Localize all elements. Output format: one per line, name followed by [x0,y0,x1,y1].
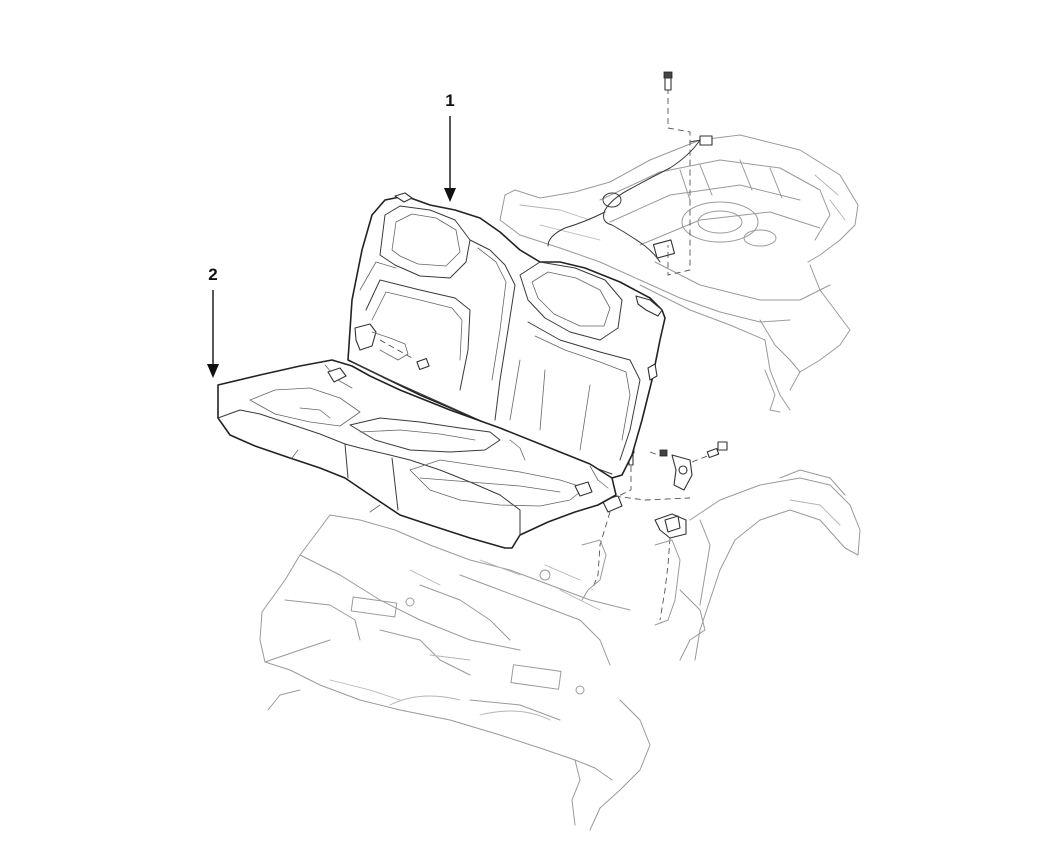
wiring-harness [547,135,713,263]
callout-label-1: 1 [445,91,454,110]
top-bolt [663,71,691,276]
callout-leader-2 [207,290,219,378]
rear-shelf-structure [499,134,859,413]
callout-label-2: 2 [208,265,217,284]
side-structure [679,469,861,661]
seat-cushion [217,359,617,549]
callout-leader-1 [444,116,456,202]
floor-pan [259,514,651,831]
